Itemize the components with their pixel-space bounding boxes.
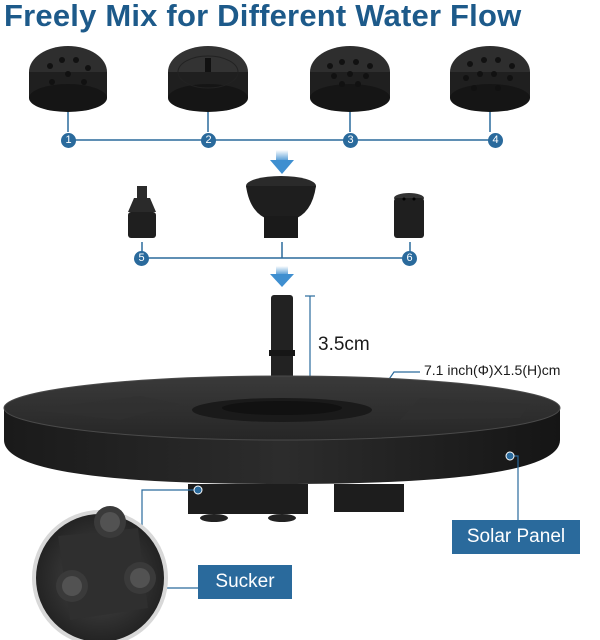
sucker-callout: Sucker [198,565,292,599]
nozzle-number-5: 5 [134,251,149,266]
adapter-cup [246,176,316,238]
nozzle-head-3 [310,46,390,112]
size-dimension-label: 7.1 inch(Φ)X1.5(H)cm [424,362,561,378]
down-arrow-icon [270,266,294,287]
height-dimension-label: 3.5cm [318,334,370,355]
pump-housing [188,484,404,522]
extension-tube [269,295,295,387]
nozzle-5 [128,186,156,238]
solar-fountain-disc [3,375,561,484]
solar-panel-callout: Solar Panel [452,520,580,554]
nozzle-number-2: 2 [201,133,216,148]
nozzle-6 [394,193,424,238]
nozzle-head-4 [450,46,530,112]
nozzle-number-1: 1 [61,133,76,148]
nozzle-number-6: 6 [402,251,417,266]
page-title: Freely Mix for Different Water Flow [4,0,522,33]
nozzle-head-2 [168,46,248,112]
down-arrow-icon [270,150,294,174]
nozzle-number-3: 3 [343,133,358,148]
nozzle-number-4: 4 [488,133,503,148]
nozzle-head-1 [29,46,107,112]
sucker-zoom-circle [32,506,168,640]
